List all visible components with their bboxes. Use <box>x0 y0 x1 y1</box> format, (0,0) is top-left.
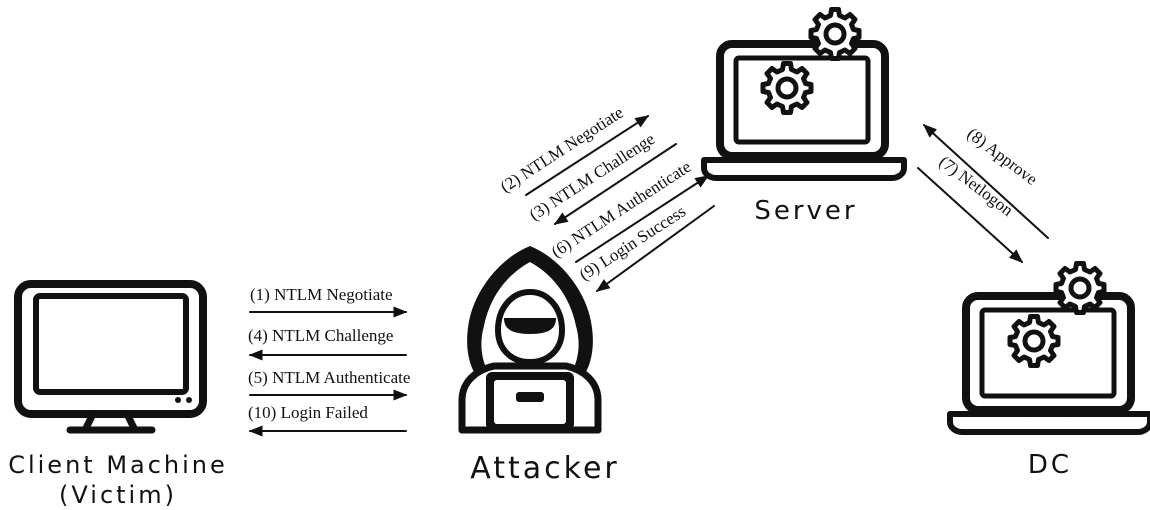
arrow-9-to-attacker <box>595 205 715 292</box>
server-laptop-gears-icon <box>701 10 907 181</box>
arrow-3-to-attacker <box>553 143 677 225</box>
monitor-icon <box>14 280 207 434</box>
attacker-label: Attacker <box>470 451 620 486</box>
message-label-5: (5) NTLM Authenticate <box>248 368 410 387</box>
client-attacker-flow: (1) NTLM Negotiate (4) NTLM Challenge (5… <box>248 285 410 437</box>
message-label-1: (1) NTLM Negotiate <box>250 285 393 304</box>
message-label-3: (3) NTLM Challenge <box>526 129 658 224</box>
dc-label: DC <box>1028 450 1072 480</box>
attacker-server-flow: (2) NTLM Negotiate (3) NTLM Challenge (6… <box>497 103 715 292</box>
server-label: Server <box>754 196 857 226</box>
server-dc-flow: (8) Approve (7) Netlogon <box>917 124 1049 263</box>
arrow-6-to-server <box>575 175 710 263</box>
message-label-10: (10) Login Failed <box>248 403 368 422</box>
arrow-8-to-server <box>922 124 1049 239</box>
client-label-line1: Client Machine <box>8 451 228 479</box>
message-label-9: (9) Login Success <box>576 202 689 285</box>
hooded-hacker-icon <box>458 246 602 434</box>
message-label-4: (4) NTLM Challenge <box>248 326 393 345</box>
client-label-line2: (Victim) <box>59 481 177 509</box>
message-label-2: (2) NTLM Negotiate <box>497 103 627 197</box>
arrow-2-to-server <box>525 115 650 196</box>
dc-laptop-gears-icon <box>947 264 1150 435</box>
arrow-7-to-dc <box>917 167 1024 263</box>
